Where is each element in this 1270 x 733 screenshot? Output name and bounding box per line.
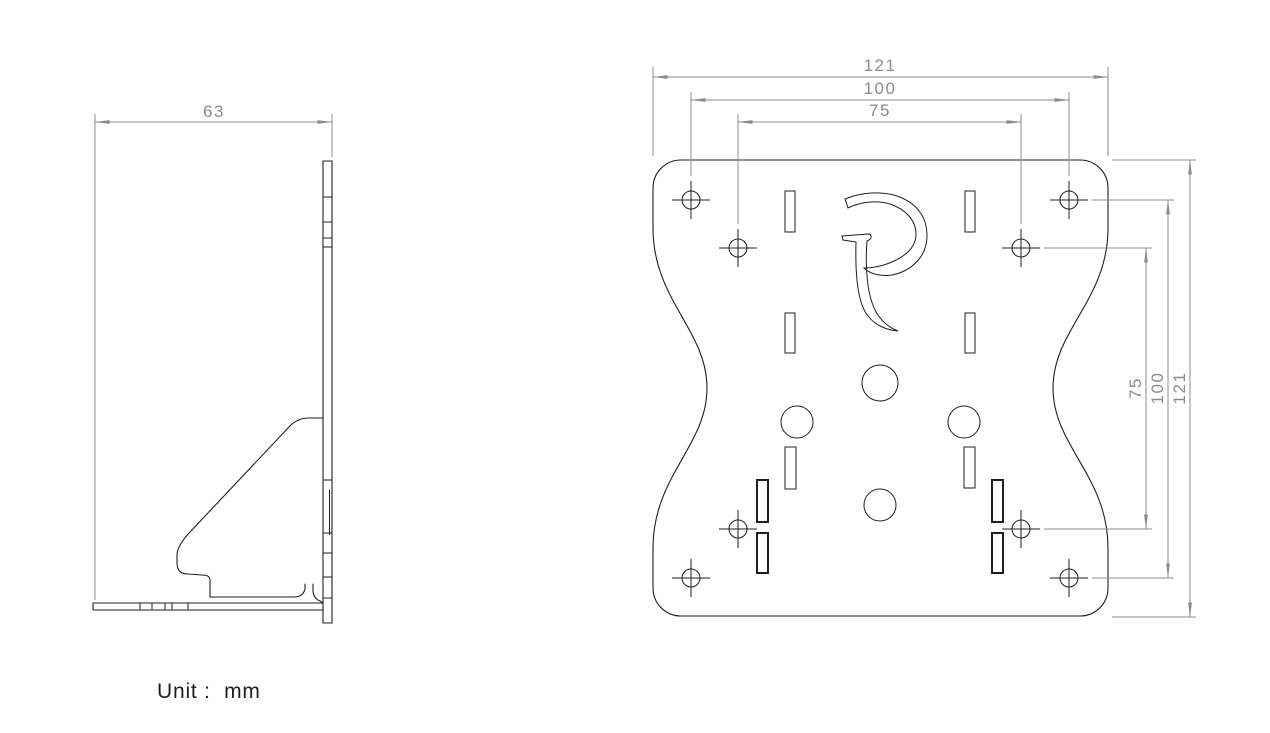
slot: [784, 190, 796, 233]
unit-note: Unit : mm: [157, 680, 261, 703]
slot-double-edge: [756, 479, 769, 523]
slots: [756, 190, 1004, 574]
bend-relief: [312, 583, 324, 604]
brand-logo-p: [841, 192, 928, 332]
slot: [784, 446, 797, 490]
base-plate-edge: [92, 602, 324, 611]
side-plate-tick-marks: [323, 196, 332, 599]
dim-front-widths: 121 100 75: [652, 56, 1109, 224]
slot: [964, 312, 976, 354]
dim-label-100-width: 100: [864, 79, 897, 98]
dim-label-121-height: 121: [1170, 372, 1189, 405]
inner-holes-75mm: [719, 229, 1040, 548]
slot: [963, 446, 976, 489]
crosshair: [1002, 229, 1040, 267]
slot-double-edge: [991, 532, 1004, 574]
slot-double-edge: [756, 532, 769, 574]
logo-stem-outline: [841, 233, 899, 332]
hole-circle: [861, 364, 899, 402]
crosshair: [1002, 510, 1040, 548]
crosshair: [719, 229, 757, 267]
crosshair: [672, 181, 710, 219]
base-plate-tick-marks: [139, 603, 189, 610]
side-plate-edge: [322, 160, 333, 624]
dimensions: 63 121 100 75 75: [94, 56, 1196, 618]
front-view: [652, 159, 1109, 617]
dim-front-heights: 75 100 121: [1044, 159, 1196, 618]
crosshair: [1050, 559, 1088, 597]
hole-circle: [780, 405, 814, 439]
slot: [964, 190, 976, 233]
corner-holes-100mm: [672, 181, 1088, 597]
dim-side-width: 63: [94, 102, 333, 600]
hole-circle: [947, 405, 981, 439]
logo-bowl-outline: [844, 192, 928, 276]
base-plate: [92, 583, 324, 611]
center-holes: [780, 364, 981, 522]
slot-double-edge: [991, 479, 1004, 523]
dim-label-63: 63: [203, 102, 225, 121]
plate-outline: [652, 159, 1109, 617]
dim-label-75-height: 75: [1126, 377, 1145, 399]
dim-label-121-width: 121: [864, 56, 897, 75]
hole-circle: [863, 488, 897, 522]
side-view: [92, 160, 333, 624]
crosshair: [719, 510, 757, 548]
slot: [784, 312, 796, 354]
dim-label-100-height: 100: [1148, 372, 1167, 405]
crosshair: [672, 559, 710, 597]
base-plate-top-edge: [209, 583, 306, 598]
dim-label-75-width: 75: [869, 101, 891, 120]
gusset-profile: [176, 417, 324, 598]
crosshair: [1050, 181, 1088, 219]
